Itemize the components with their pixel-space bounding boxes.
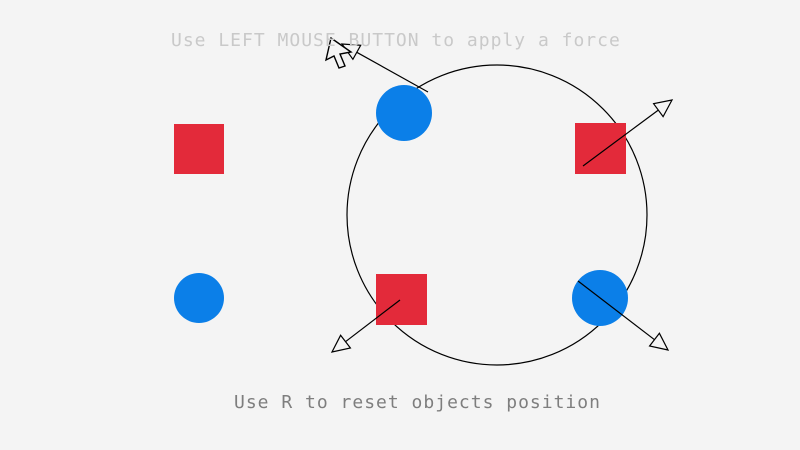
hint-text-bottom: Use R to reset objects position [234, 392, 601, 413]
ring-square-bottom-left[interactable] [376, 274, 427, 325]
free-square-left[interactable] [174, 124, 224, 174]
force-vector-down-right [577, 280, 670, 351]
force-vector-down-left [330, 299, 401, 353]
force-vector-up-right [582, 99, 674, 167]
arrowhead-icon [648, 332, 670, 351]
arrowhead-icon [330, 334, 352, 353]
hint-text-top: Use LEFT MOUSE BUTTON to apply a force [171, 30, 621, 51]
arrowhead-icon [652, 99, 674, 118]
mouse-cursor-icon [324, 36, 353, 69]
ring-square-top-right[interactable] [575, 123, 626, 174]
constraint-ring-circle [346, 64, 648, 366]
ring-circle-top[interactable] [376, 85, 432, 141]
free-circle-left[interactable] [174, 273, 224, 323]
